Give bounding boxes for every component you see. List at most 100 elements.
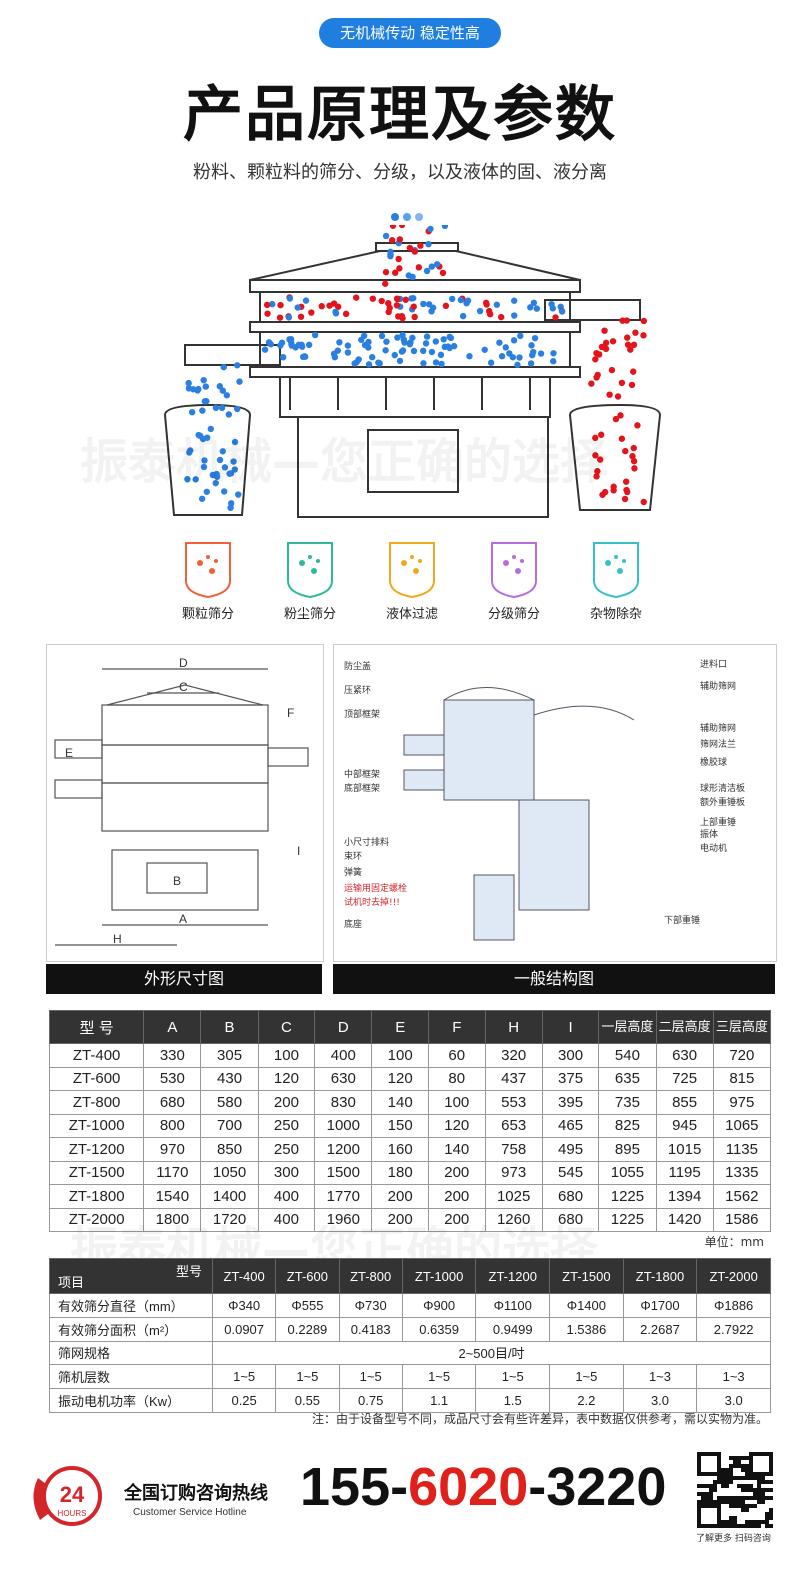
sieve-principle-diagram: [163, 225, 662, 518]
fine-particle-dot: [537, 350, 545, 357]
table-cell: 200: [427, 1207, 486, 1232]
coarse-output-dot: [622, 478, 630, 485]
coarse-output-dot: [602, 345, 610, 353]
qr-cell: [769, 1488, 773, 1492]
qr-cell: [769, 1512, 773, 1516]
qr-cell: [725, 1468, 729, 1472]
particle-dot: [510, 297, 518, 304]
particle-dot: [386, 304, 393, 312]
fine-output-dot: [192, 476, 199, 483]
spec-col-header: ZT-1500: [549, 1258, 624, 1294]
qr-cell: [713, 1484, 717, 1488]
coarse-output-dot: [592, 356, 599, 363]
table-cell: 1~3: [696, 1364, 771, 1390]
table-cell: 1195: [655, 1160, 714, 1185]
fine-particle-dot: [344, 349, 352, 356]
fine-particle-dot: [419, 347, 427, 355]
particle-dot: [395, 313, 402, 320]
structure-drawing-caption: 一般结构图: [333, 964, 775, 994]
dim-col-header: B: [200, 1010, 259, 1044]
dim-col-header: D: [314, 1010, 373, 1044]
particle-dot: [318, 303, 325, 310]
table-cell: 100: [427, 1090, 486, 1115]
table-cell: 0.75: [338, 1388, 403, 1413]
feed-particle-dot: [433, 261, 441, 268]
table-cell: 970: [143, 1137, 202, 1162]
table-cell: 1~5: [211, 1364, 277, 1390]
table-cell: 1420: [655, 1207, 714, 1232]
fine-particle-dot: [396, 357, 404, 365]
fine-particle-dot: [351, 360, 358, 367]
qr-cell: [749, 1476, 753, 1480]
table-cell: 400: [257, 1184, 316, 1209]
feed-particle-dot: [392, 269, 399, 276]
fine-output-dot: [225, 411, 233, 418]
fine-particle-dot: [265, 339, 273, 346]
qr-cell: [709, 1492, 713, 1496]
table-cell: 430: [200, 1066, 259, 1091]
qr-cell: [741, 1504, 745, 1508]
qr-cell: [745, 1484, 749, 1488]
qr-code-icon[interactable]: [697, 1452, 773, 1528]
particle-dot: [369, 295, 377, 302]
feature-label: 分级筛分: [487, 607, 540, 622]
qr-cell: [737, 1464, 741, 1468]
fine-particle-dot: [355, 356, 362, 363]
table-cell: ZT-2000: [48, 1207, 145, 1232]
qr-cell: [753, 1504, 757, 1508]
fine-particle-dot: [358, 336, 365, 343]
qr-cell: [733, 1516, 737, 1520]
qr-cell: [737, 1460, 741, 1464]
table-cell: 120: [371, 1066, 429, 1091]
qr-cell: [701, 1496, 705, 1500]
table-cell: ZT-400: [48, 1043, 145, 1068]
qr-cell: [729, 1520, 733, 1524]
structure-label-right: 上部重锤: [700, 816, 736, 828]
particle-dot: [442, 302, 450, 310]
phone-part-1: 155-: [300, 1457, 409, 1517]
table-cell: 305: [200, 1043, 259, 1068]
qr-cell: [729, 1496, 733, 1500]
fine-particle-dot: [496, 339, 503, 346]
qr-cell: [737, 1476, 741, 1480]
grading-sieve-icon: [491, 542, 537, 599]
qr-cell: [753, 1488, 757, 1492]
liquid-filter-icon: [389, 542, 435, 599]
structure-label-right: 球形清洁板: [700, 782, 745, 794]
feed-particle-dot: [382, 268, 390, 276]
coarse-output-dot: [621, 495, 629, 503]
qr-cell: [713, 1488, 717, 1492]
qr-cell: [733, 1524, 737, 1528]
coarse-output-dot: [602, 339, 610, 347]
qr-cell: [745, 1496, 749, 1500]
qr-cell: [745, 1508, 749, 1512]
fine-particle-dot: [394, 334, 401, 341]
qr-cell: [709, 1484, 713, 1488]
structure-label-left: 运输用固定螺栓: [344, 882, 407, 894]
table-cell: 700: [200, 1113, 259, 1138]
dim-label-d: D: [179, 656, 188, 670]
qr-cell: [721, 1484, 725, 1488]
table-cell: 1~5: [401, 1364, 477, 1390]
qr-cell: [745, 1476, 749, 1480]
qr-cell: [749, 1504, 753, 1508]
fine-particle-dot: [529, 351, 536, 359]
table-cell: 1025: [484, 1184, 543, 1209]
structure-label-right: 进料口: [700, 658, 727, 670]
granule-sieve-icon: [185, 542, 231, 599]
dim-col-header: C: [257, 1010, 316, 1044]
table-cell: ZT-1200: [48, 1137, 145, 1162]
fine-particle-dot: [422, 340, 430, 347]
qr-cell: [721, 1500, 725, 1504]
hotline-number[interactable]: 155-6020-3220: [300, 1456, 666, 1518]
qr-cell: [765, 1496, 769, 1500]
fine-particle-dot: [391, 351, 398, 359]
table-cell: 330: [143, 1043, 202, 1068]
particle-dot: [459, 312, 467, 320]
qr-cell: [761, 1476, 765, 1480]
structure-label-right: 辅助筛网: [700, 680, 736, 692]
